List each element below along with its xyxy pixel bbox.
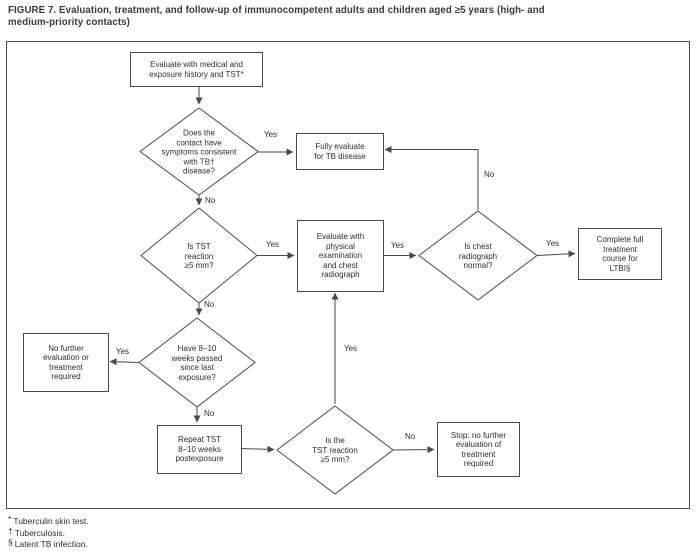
node-physical-exam: Evaluate with physical examination and c… — [297, 220, 384, 292]
node-repeat-tst: Repeat TST 8–10 weeks postexposure — [157, 425, 242, 474]
arrow-radiograph-no — [384, 146, 479, 210]
footnote-tb: †Tuberculosis. — [8, 525, 89, 540]
footnote-text: Latent TB infection. — [14, 539, 88, 549]
node-fully-evaluate: Fully evaluate for TB disease — [296, 133, 384, 170]
footnote-ltbi: §Latent TB infection. — [8, 537, 89, 551]
node-weeks-passed: Have 8–10 weeks passed since last exposu… — [171, 344, 223, 382]
node-radiograph-normal: Is chest radiograph normal? — [458, 241, 498, 270]
node-no-further: No further evaluation or treatment requi… — [23, 333, 109, 392]
node-evaluate-history: Evaluate with medical and exposure histo… — [130, 52, 263, 87]
arrow-tst2-no — [392, 446, 435, 454]
arrow-radiograph-yes — [536, 250, 576, 258]
node-stop: Stop: no further evaluation of treatment… — [437, 422, 520, 477]
edge-label-radiograph-no: No — [484, 170, 495, 179]
edge-label-tst2-yes: Yes — [344, 344, 358, 353]
edge-label-symptoms-yes: Yes — [264, 130, 278, 139]
node-tst-reaction: Is TST reaction ≥5 mm? — [184, 241, 214, 270]
arrow-weeks-yes — [109, 358, 140, 366]
node-tst-reaction-2: Is the TST reaction ≥5 mm? — [312, 435, 358, 464]
edge-label-tst2-no: No — [405, 432, 416, 441]
arrow-repeat-to-tst2 — [239, 445, 275, 453]
edge-label-physical-yes: Yes — [391, 241, 405, 250]
edge-label-weeks-no: No — [204, 409, 215, 418]
footnote-symbol: § — [8, 537, 13, 547]
edge-label-symptoms-no: No — [205, 196, 216, 205]
flowchart-frame — [6, 41, 690, 509]
edge-label-tst-no: No — [204, 300, 215, 309]
figure-title: FIGURE 7. Evaluation, treatment, and fol… — [8, 5, 545, 28]
edge-label-tst-yes: Yes — [266, 240, 280, 249]
footnotes: *Tuberculin skin test. †Tuberculosis. §L… — [8, 514, 89, 551]
decision-radiograph-shape — [418, 210, 538, 301]
footnote-symbol: * — [8, 514, 12, 524]
footnote-text: Tuberculosis. — [14, 527, 65, 538]
edge-label-radiograph-yes: Yes — [546, 239, 560, 248]
decision-tst2-shape — [276, 405, 394, 495]
footnote-text: Tuberculin skin test. — [13, 516, 89, 526]
node-complete-ltbi: Complete full treatment course for LTBI§ — [578, 228, 662, 280]
footnote-tst: *Tuberculin skin test. — [8, 514, 89, 528]
footnote-symbol: † — [8, 525, 13, 536]
edge-label-weeks-yes: Yes — [116, 347, 130, 356]
node-symptoms: Does the contact have symptoms consisten… — [161, 128, 237, 176]
